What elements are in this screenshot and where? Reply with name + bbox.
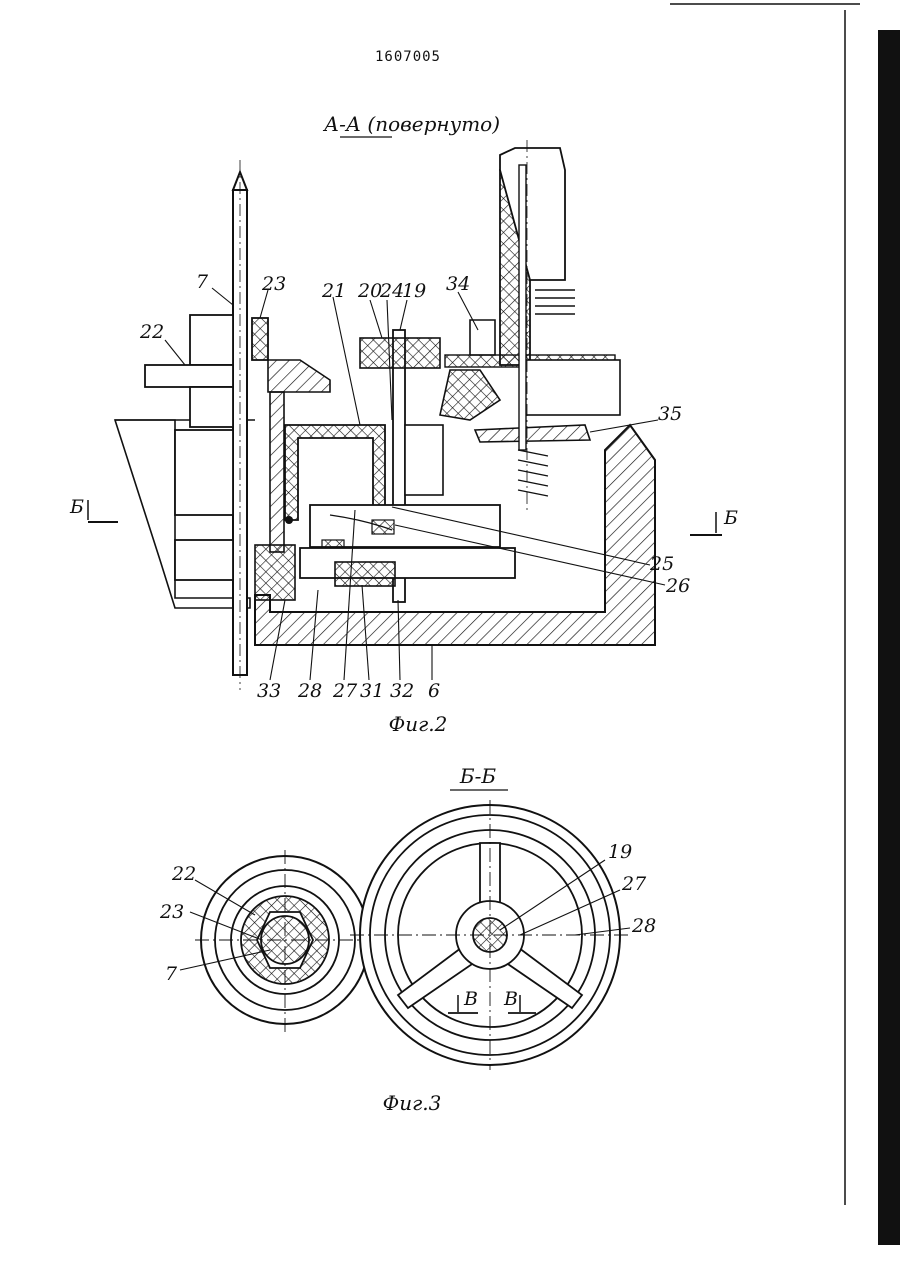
right-border-strip [878, 30, 900, 1245]
fig2-label-35: 35 [658, 403, 682, 425]
part-33 [255, 545, 295, 600]
fig2-label-23: 23 [261, 273, 286, 295]
fig2-label-20: 20 [357, 280, 382, 302]
fig3-label-23: 23 [159, 901, 184, 923]
disc-31 [335, 562, 395, 586]
fig2-section-mark-right: Б [723, 507, 738, 529]
fig2-label-32: 32 [390, 680, 414, 702]
bushing-23 [252, 318, 268, 360]
fig2-label-34: 34 [446, 273, 470, 295]
fig2-caption: Фиг.2 [389, 712, 448, 736]
fig3-label-27: 27 [621, 873, 647, 895]
fig3-label-22: 22 [171, 863, 196, 885]
fig2-label-7: 7 [196, 271, 209, 293]
part-35 [475, 425, 590, 442]
gear-22 [145, 365, 233, 387]
fig3-caption: Фиг.3 [383, 1091, 442, 1115]
fig2-label-25: 25 [649, 553, 674, 575]
fig2-label-27: 27 [332, 680, 358, 702]
small-gear-22 [195, 850, 380, 1035]
fig2-label-19: 19 [402, 280, 426, 302]
fig2-label-22: 22 [139, 321, 164, 343]
part-34 [470, 320, 495, 355]
fig2-section-title: А-А (повернуто) [322, 112, 500, 136]
collar-20 [360, 338, 440, 368]
figure-2: А-А (повернуто) [69, 112, 738, 736]
fig2-label-26: 26 [665, 575, 690, 597]
fig2-label-33: 33 [257, 680, 281, 702]
fig2-section-mark-left: Б [69, 496, 84, 518]
patent-number: 1607005 [375, 49, 441, 65]
fig3-section-mark-right: В [503, 988, 518, 1010]
fig3-section-title: Б-Б [459, 764, 496, 788]
fig2-label-31: 31 [360, 680, 384, 702]
fig3-label-19: 19 [608, 841, 632, 863]
fig3-label-28: 28 [631, 915, 656, 937]
figure-3: Б-Б В [159, 764, 656, 1115]
fig3-label-7: 7 [165, 963, 178, 985]
fig2-label-6: 6 [428, 680, 440, 702]
fig2-label-24: 24 [379, 280, 404, 302]
fig3-section-mark-left: В [463, 988, 478, 1010]
large-gear-28 [350, 800, 630, 1070]
fig2-label-21: 21 [321, 280, 346, 302]
fig2-label-28: 28 [297, 680, 322, 702]
